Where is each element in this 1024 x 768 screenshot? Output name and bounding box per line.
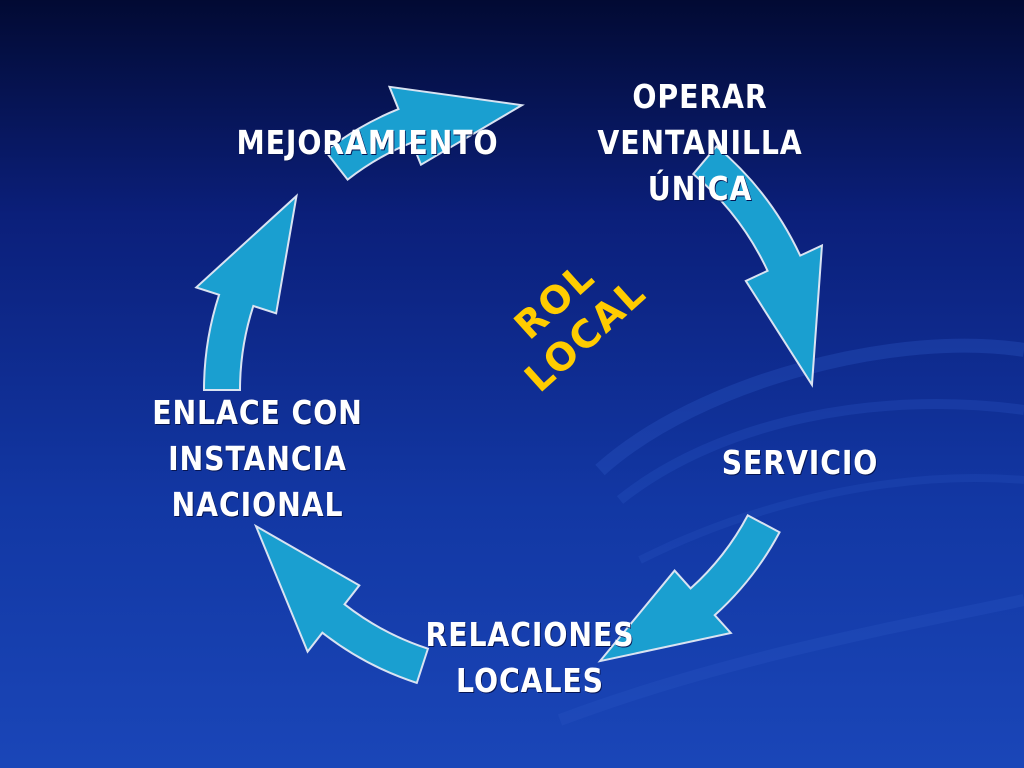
node-operar: OPERAR VENTANILLA ÚNICA [597, 74, 803, 212]
node-relaciones-line-1: RELACIONES [425, 615, 635, 654]
node-enlace-line-3: NACIONAL [171, 485, 344, 524]
node-mejoramiento: MEJORAMIENTO [236, 120, 498, 166]
cycle-arrow-mejoramiento-to-operar [324, 85, 525, 182]
node-operar-line-2: VENTANILLA [597, 123, 803, 162]
node-enlace-line-2: INSTANCIA [168, 439, 347, 478]
node-mejoramiento-line-1: MEJORAMIENTO [236, 123, 499, 162]
node-enlace: ENLACE CON INSTANCIA NACIONAL [148, 390, 367, 528]
cycle-arrow-operar-to-servicio [691, 144, 824, 388]
node-relaciones-line-2: LOCALES [456, 661, 604, 700]
node-relaciones: RELACIONES LOCALES [423, 612, 638, 704]
cycle-arrow-enlace-to-mejoramiento [194, 193, 298, 391]
node-operar-line-1: OPERAR [632, 77, 768, 116]
node-servicio: SERVICIO [714, 440, 886, 486]
node-enlace-line-1: ENLACE CON [152, 393, 363, 432]
node-operar-line-3: ÚNICA [647, 169, 753, 208]
cycle-arrow-relaciones-to-enlace [253, 523, 430, 685]
cycle-arrow-servicio-to-relaciones [597, 513, 781, 663]
node-servicio-line-1: SERVICIO [721, 443, 879, 482]
cycle-arrows-group [194, 85, 824, 685]
